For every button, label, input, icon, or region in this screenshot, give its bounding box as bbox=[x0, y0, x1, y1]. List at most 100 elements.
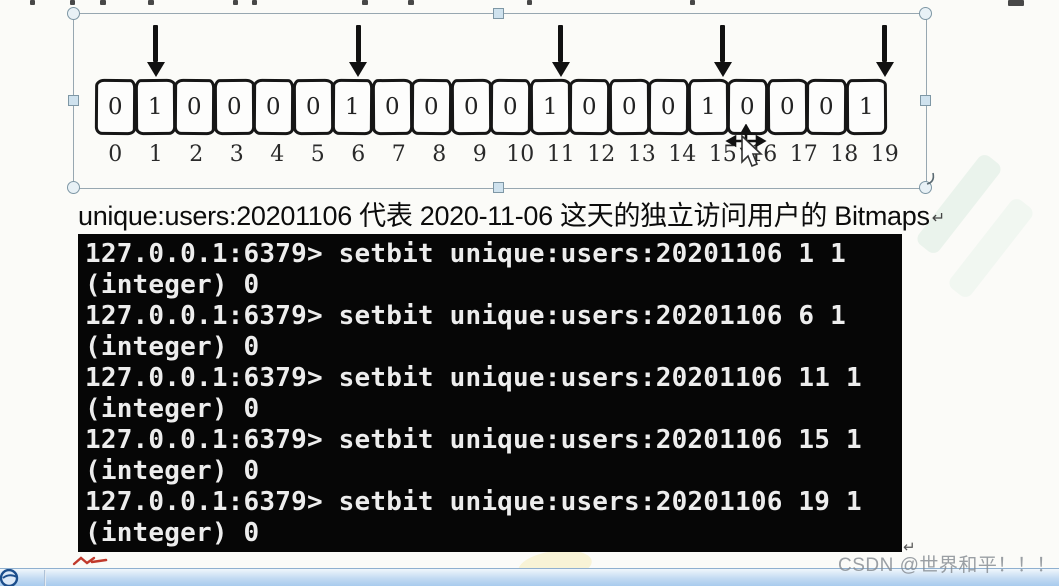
arrow-slot bbox=[622, 23, 663, 77]
selection-handle-top-center[interactable] bbox=[493, 8, 504, 19]
terminal-line: 127.0.0.1:6379> setbit unique:users:2020… bbox=[85, 363, 862, 393]
bit-cell: 0 bbox=[173, 78, 215, 136]
bit-cell: 1 bbox=[845, 78, 887, 136]
bit-cell: 0 bbox=[213, 78, 255, 136]
down-arrow-icon bbox=[713, 25, 732, 77]
bit-index-label: 13 bbox=[627, 142, 656, 167]
terminal-line: 127.0.0.1:6379> setbit unique:users:2020… bbox=[85, 425, 862, 455]
bit-cell: 0 bbox=[450, 78, 492, 136]
selection-handle-top-right[interactable] bbox=[919, 7, 932, 20]
bit-index-label: 10 bbox=[506, 142, 535, 167]
arrow-slot bbox=[136, 23, 177, 77]
down-arrow-icon bbox=[551, 25, 570, 77]
arrow-slot bbox=[581, 23, 622, 77]
arrow-slot bbox=[784, 23, 825, 77]
redis-terminal: 127.0.0.1:6379> setbit unique:users:2020… bbox=[78, 234, 902, 552]
arrow-row bbox=[95, 23, 905, 77]
bit-cell: 1 bbox=[687, 78, 729, 136]
arrow-slot bbox=[865, 23, 906, 77]
arrow-slot bbox=[379, 23, 420, 77]
bit-cell: 0 bbox=[94, 78, 136, 136]
arrow-slot bbox=[338, 23, 379, 77]
terminal-line: (integer) 0 bbox=[85, 270, 260, 300]
bit-index-label: 4 bbox=[270, 142, 285, 167]
bit-index-label: 17 bbox=[789, 142, 818, 167]
csdn-watermark: CSDN @世界和平！！！！ bbox=[838, 555, 1059, 576]
arrow-slot bbox=[257, 23, 298, 77]
terminal-line: (integer) 0 bbox=[85, 518, 260, 548]
bit-index-label: 9 bbox=[472, 142, 487, 167]
selection-handle-bottom-left[interactable] bbox=[67, 181, 80, 194]
cropped-text-artifact bbox=[362, 0, 368, 5]
paragraph-mark-icon: ↵ bbox=[903, 539, 916, 556]
cropped-text-artifact bbox=[252, 0, 257, 5]
bit-index-label: 8 bbox=[432, 142, 447, 167]
cropped-text-artifact bbox=[233, 0, 238, 5]
arrow-slot bbox=[824, 23, 865, 77]
bit-cell: 0 bbox=[568, 78, 610, 136]
cropped-text-artifact bbox=[70, 0, 75, 5]
arrow-slot bbox=[176, 23, 217, 77]
cropped-text-artifact bbox=[30, 0, 35, 5]
arrow-slot bbox=[419, 23, 460, 77]
bit-cell: 0 bbox=[805, 78, 847, 136]
background-blob bbox=[946, 195, 1036, 301]
bit-cell: 1 bbox=[134, 78, 176, 136]
bit-index-label: 11 bbox=[546, 142, 575, 167]
caption-text: unique:users:20201106 代表 2020-11-06 这天的独… bbox=[78, 194, 945, 233]
bit-cell: 0 bbox=[371, 78, 413, 136]
arrow-slot bbox=[217, 23, 258, 77]
arrow-slot bbox=[743, 23, 784, 77]
bit-cell: 0 bbox=[608, 78, 650, 136]
taskbar bbox=[0, 568, 1059, 586]
terminal-line: 127.0.0.1:6379> setbit unique:users:2020… bbox=[85, 239, 846, 269]
down-arrow-icon bbox=[349, 25, 368, 77]
mouse-cursor-icon bbox=[725, 124, 767, 168]
arrow-slot bbox=[298, 23, 339, 77]
arrow-slot bbox=[662, 23, 703, 77]
bit-index-label: 19 bbox=[870, 142, 899, 167]
bit-index-label: 7 bbox=[391, 142, 406, 167]
bit-index-label: 1 bbox=[148, 142, 163, 167]
arrow-slot bbox=[500, 23, 541, 77]
down-arrow-icon bbox=[146, 25, 165, 77]
bit-index-label: 12 bbox=[587, 142, 616, 167]
bit-index-label: 5 bbox=[310, 142, 325, 167]
bit-index-label: 0 bbox=[108, 142, 123, 167]
cropped-text-artifact bbox=[527, 0, 532, 5]
cropped-text-artifact bbox=[148, 0, 154, 5]
caption-label: unique:users:20201106 代表 2020-11-06 这天的独… bbox=[78, 201, 930, 231]
terminal-line: (integer) 0 bbox=[85, 394, 260, 424]
arrow-slot bbox=[703, 23, 744, 77]
terminal-line: 127.0.0.1:6379> setbit unique:users:2020… bbox=[85, 301, 846, 331]
rotation-hook-icon[interactable] bbox=[925, 170, 939, 186]
terminal-line: (integer) 0 bbox=[85, 456, 260, 486]
bit-cell: 0 bbox=[252, 78, 294, 136]
bit-cell: 0 bbox=[489, 78, 531, 136]
bit-cell: 1 bbox=[331, 78, 373, 136]
cropped-text-artifact bbox=[1008, 0, 1024, 6]
arrow-slot bbox=[460, 23, 501, 77]
cropped-text-artifact bbox=[100, 0, 106, 5]
selection-handle-bottom-center[interactable] bbox=[493, 182, 504, 193]
bit-index-label: 6 bbox=[351, 142, 366, 167]
bit-cell: 0 bbox=[410, 78, 452, 136]
selection-handle-left-center[interactable] bbox=[68, 95, 79, 106]
bit-index-label: 3 bbox=[229, 142, 244, 167]
cropped-text-artifact bbox=[408, 0, 414, 5]
terminal-line: (integer) 0 bbox=[85, 332, 260, 362]
selection-handle-top-left[interactable] bbox=[67, 7, 80, 20]
cropped-text-artifact bbox=[690, 0, 695, 5]
bit-cell: 0 bbox=[292, 78, 334, 136]
arrow-slot bbox=[541, 23, 582, 77]
red-squiggle-artifact bbox=[72, 556, 108, 566]
selection-handle-right-center[interactable] bbox=[920, 95, 931, 106]
taskbar-divider bbox=[44, 570, 46, 586]
taskbar-app-icon[interactable] bbox=[0, 569, 32, 586]
bit-cell: 1 bbox=[529, 78, 571, 136]
terminal-line: 127.0.0.1:6379> setbit unique:users:2020… bbox=[85, 487, 862, 517]
bit-index-label: 14 bbox=[668, 142, 697, 167]
